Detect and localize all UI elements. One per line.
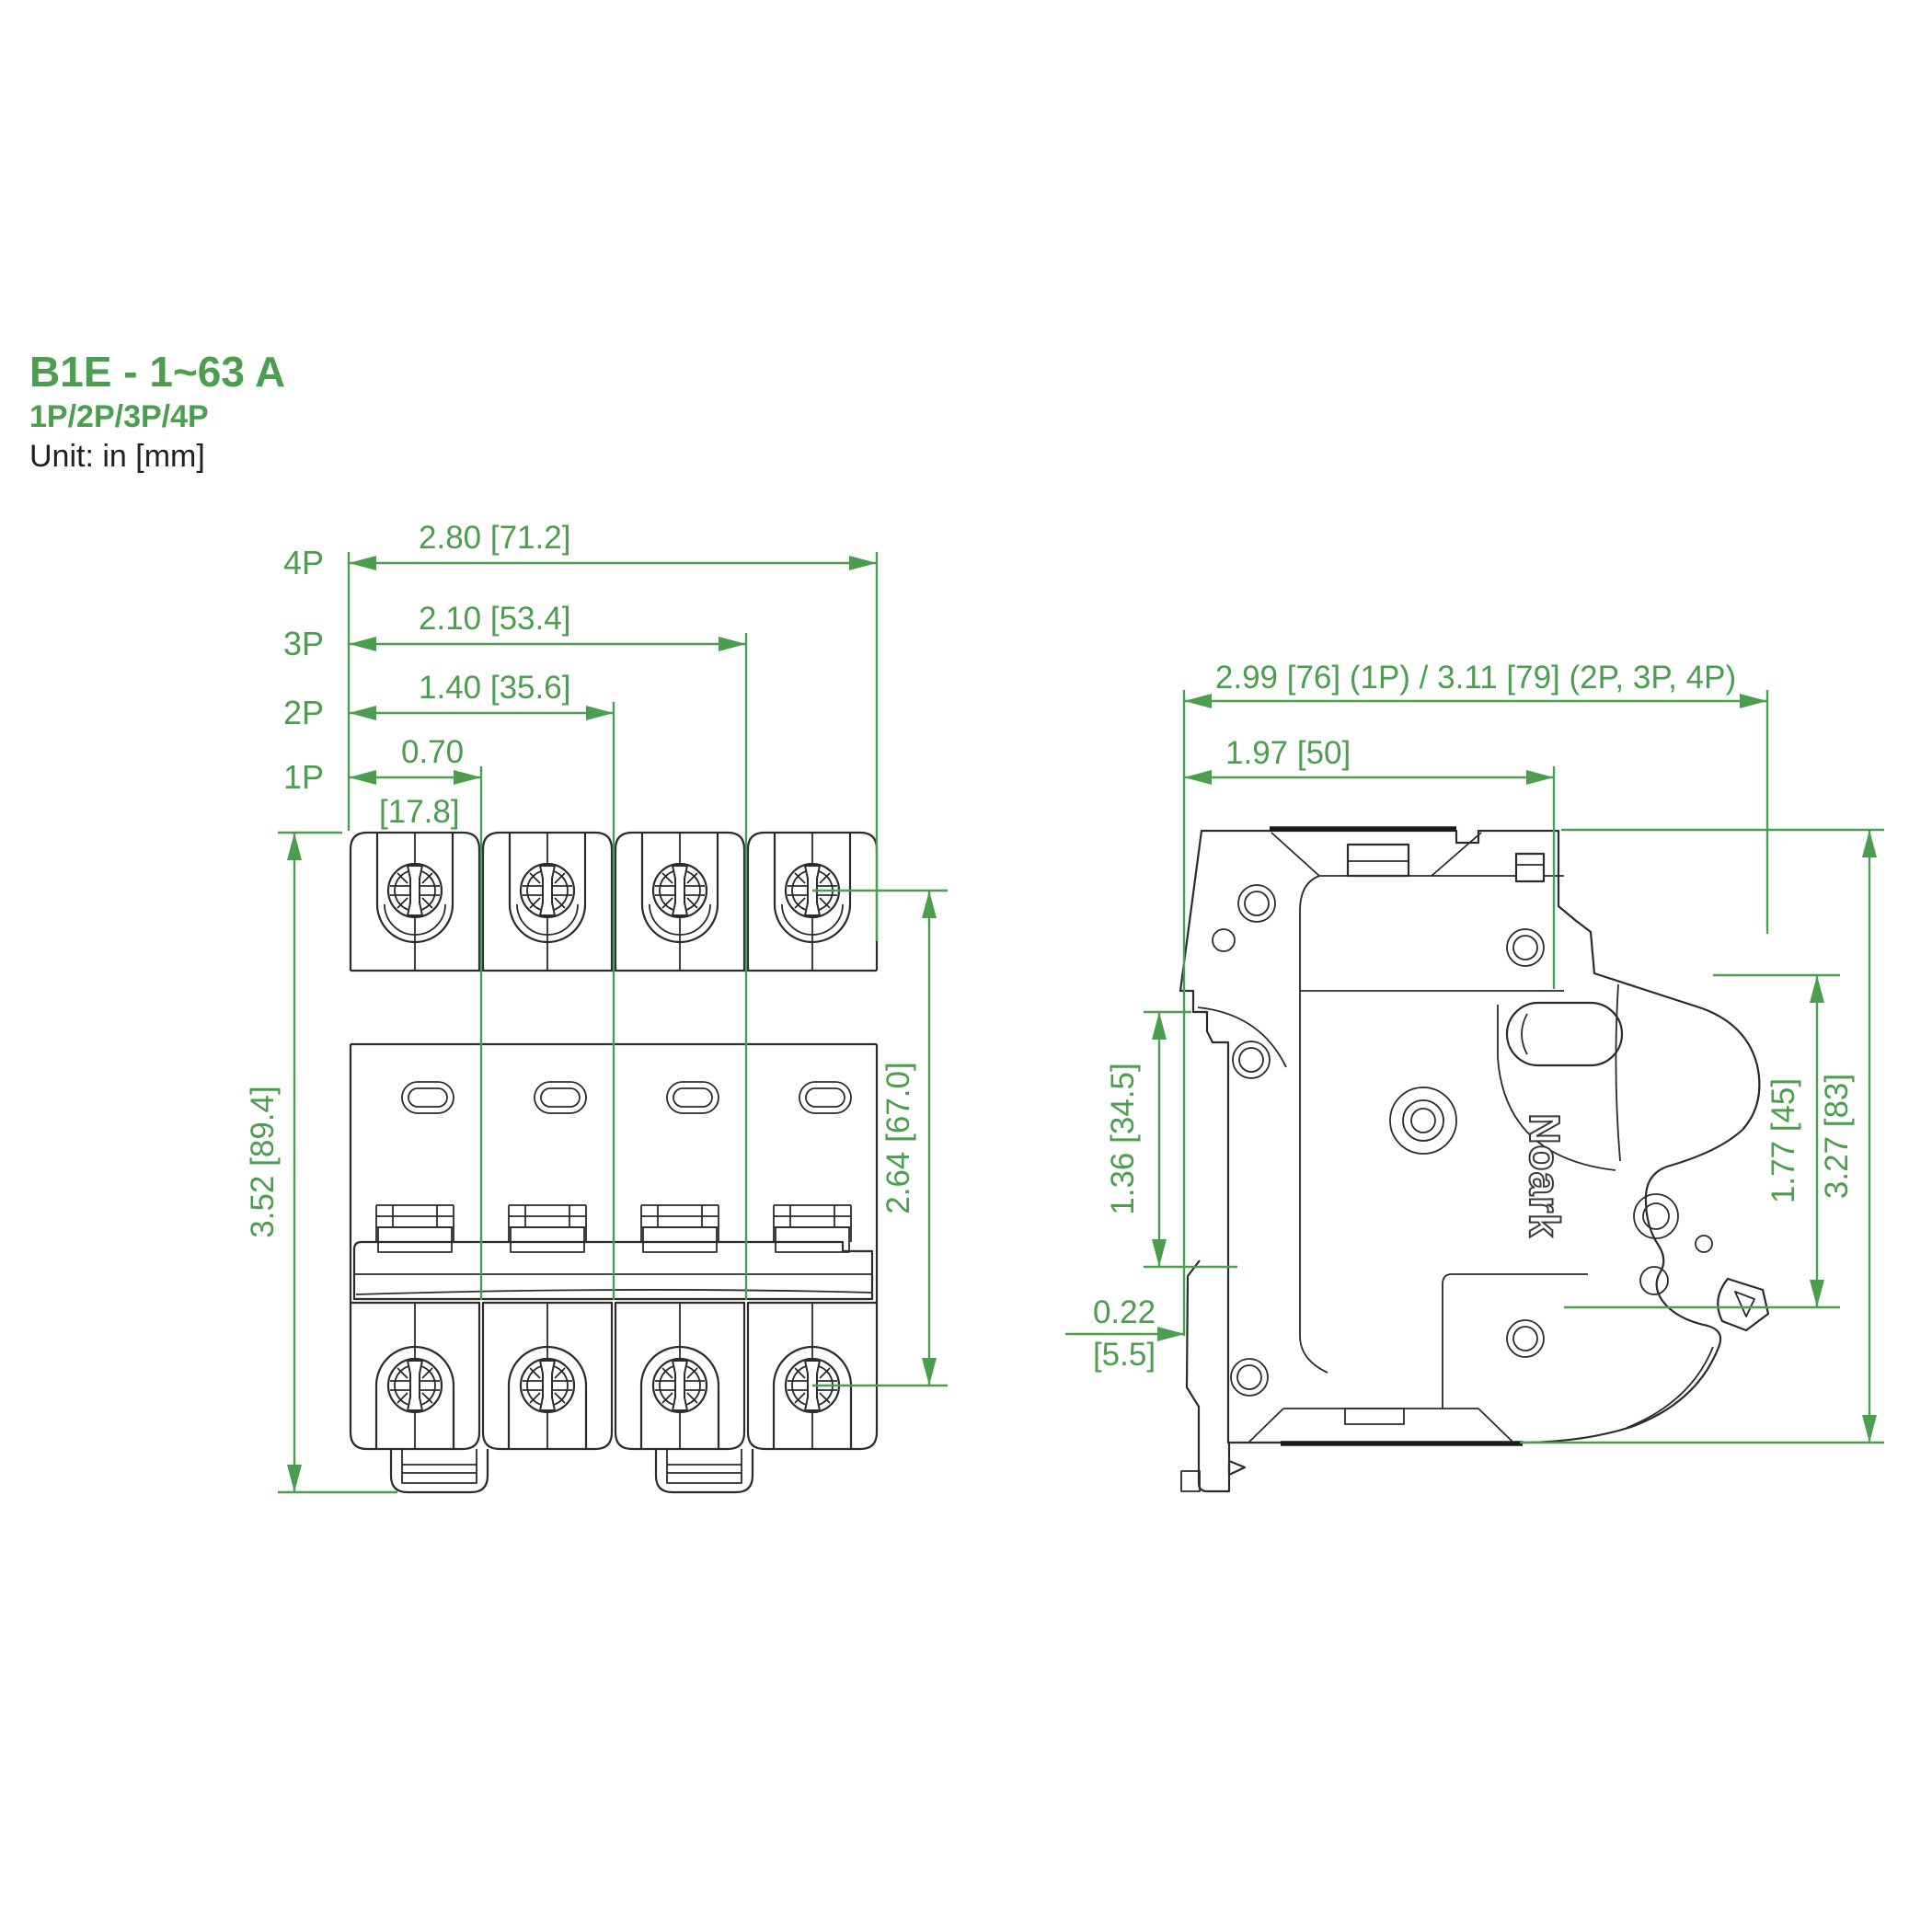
- side-dimensions: 2.99 [76] (1P) / 3.11 [79] (2P, 3P, 4P) …: [1065, 660, 1884, 1444]
- side-view: Noark: [1179, 826, 1770, 1493]
- pole-label-2p: 2P: [283, 694, 324, 731]
- header: B1E - 1~63 A 1P/2P/3P/4P Unit: in [mm]: [29, 348, 285, 474]
- dim-width-4p: 2.80 [71.2]: [419, 520, 570, 556]
- dim-rail-depth: 1.97 [50]: [1225, 735, 1351, 771]
- front-view: [349, 833, 879, 1494]
- dim-width-1p-mm: [17.8]: [379, 794, 460, 830]
- dim-width-1p-in: 0.70: [401, 734, 464, 770]
- brand-logo: Noark: [1521, 1113, 1569, 1237]
- dim-width-2p: 1.40 [35.6]: [419, 670, 570, 706]
- dim-handle-height: 1.77 [45]: [1765, 1078, 1801, 1203]
- dim-depth-total: 2.99 [76] (1P) / 3.11 [79] (2P, 3P, 4P): [1215, 660, 1736, 696]
- dim-clip-mm: [5.5]: [1093, 1337, 1156, 1373]
- dim-front-height: 3.52 [89.4]: [245, 1086, 281, 1237]
- dim-clip-in: 0.22: [1093, 1294, 1156, 1330]
- pole-label-3p: 3P: [283, 625, 324, 662]
- side-circles: [1212, 884, 1713, 1397]
- dim-terminal-span: 2.64 [67.0]: [880, 1062, 916, 1213]
- din-clip: [1180, 1259, 1247, 1493]
- page-title: B1E - 1~63 A: [29, 348, 285, 396]
- side-silhouette: [1179, 829, 1761, 1444]
- unit-note: Unit: in [mm]: [29, 439, 205, 474]
- pole-label-4p: 4P: [283, 544, 324, 581]
- dim-width-3p: 2.10 [53.4]: [419, 601, 570, 637]
- pole-label-1p: 1P: [283, 758, 324, 796]
- dim-recess-height: 1.36 [34.5]: [1105, 1063, 1141, 1214]
- page-subtitle: 1P/2P/3P/4P: [29, 399, 209, 434]
- dim-side-height: 3.27 [83]: [1819, 1074, 1855, 1199]
- front-dimensions: 4P 3P 2P 1P 2.80 [71.2] 2.10 [53.4] 1.40…: [245, 520, 948, 1494]
